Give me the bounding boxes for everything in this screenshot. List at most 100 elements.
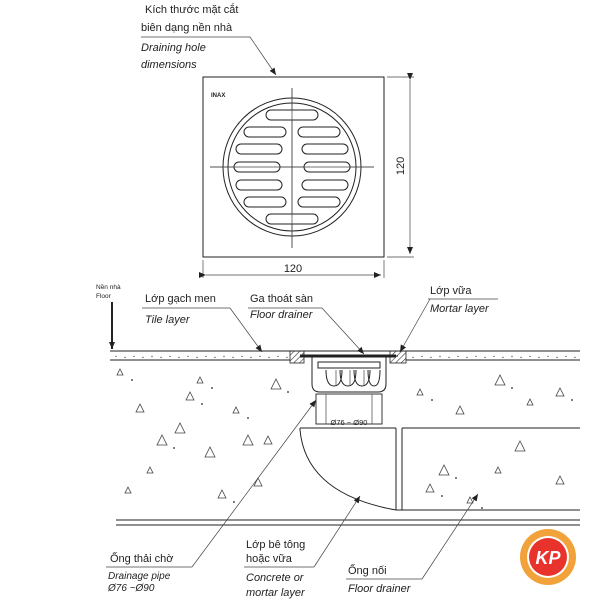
label-concrete-en-2: mortar layer [246,587,306,599]
slot [301,179,349,191]
aggregate-mark [217,489,227,499]
tile-texture-dot [268,356,270,359]
leader-concrete [313,495,361,568]
dim-height-text: 120 [395,157,407,175]
aggregate-mark [425,483,435,493]
label-draining-hole-en-1: Draining hole [141,42,206,54]
tile-texture-dot [160,356,162,359]
label-drain-pipe-en-2: Ø76 ~Ø90 [107,583,155,594]
aggregate-mark [555,475,565,485]
tile-texture-dot [196,356,198,359]
kp-logo: KP [520,529,576,585]
label-floor-en: Floor [96,293,112,300]
tile-texture-dot [286,356,288,359]
tile-texture-dot [430,356,432,359]
leader-connector [421,493,479,580]
top-view: INAX 120 [141,3,414,278]
aggregate-dot [201,403,203,405]
tile-texture-dot [151,355,153,358]
dim-width-text: 120 [284,263,302,275]
tile-texture-dot [457,355,459,358]
label-drain-pipe-vi: Ống thải chờ [110,551,173,565]
slot [297,196,341,208]
aggregate-mark [204,446,216,458]
aggregate-mark [185,391,195,401]
aggregate-mark [466,496,474,504]
slot [243,196,287,208]
aggregate-mark [156,434,168,446]
tile-texture-dot [133,355,135,358]
aggregate-mark [455,405,465,415]
aggregate-dot [211,387,213,389]
aggregate-mark [514,440,526,452]
leader-draining-hole [249,36,277,76]
label-concrete-vi-2: hoặc vữa [246,553,293,565]
tile-texture-dot [565,355,567,358]
label-mortar-en: Mortar layer [430,303,490,315]
pipe-socket [315,393,383,425]
aggregate-dot [481,507,483,509]
label-connector-en: Floor drainer [348,583,412,595]
slot [235,143,283,155]
aggregate-dot [173,447,175,449]
aggregate-mark [124,486,132,494]
aggregate-dot [247,417,249,419]
tile-texture-dot [232,356,234,359]
aggregate-mark [253,477,263,487]
aggregate-dot [511,387,513,389]
slot [235,179,283,191]
tile-texture-dot [520,356,522,359]
label-concrete-vi-1: Lớp bê tông [246,539,305,551]
tile-texture-dot [475,355,477,358]
tile-texture-dot [412,356,414,359]
tile-texture-dot [214,356,216,359]
label-draining-hole-vi-2: biên dạng nền nhà [141,22,233,34]
aggregate-mark [438,464,450,476]
tile-texture-dot [115,355,117,358]
label-drain-pipe-en-1: Drainage pipe [108,571,171,582]
slot [243,126,287,138]
label-drainer-en: Floor drainer [250,309,314,321]
tile-texture-dot [250,356,252,359]
leader-mortar [399,298,431,353]
tile-texture-dot [421,355,423,358]
label-tile-vi: Lớp gạch men [145,293,216,305]
label-drainer-vi: Ga thoát sàn [250,293,313,305]
label-concrete-en-1: Concrete or [246,572,305,584]
elbow-outer [299,428,397,511]
tile-texture-dot [556,356,558,359]
tile-texture-dot [547,355,549,358]
tile-texture-dot [439,355,441,358]
label-connector-vi: Ống nối [348,563,387,577]
aggregate-dot [571,399,573,401]
leader-drainer [321,307,365,355]
tile-texture-dot [241,355,243,358]
tile-texture-dot [502,356,504,359]
aggregate-dot [233,501,235,503]
tile-texture-dot [223,355,225,358]
aggregate-dot [287,391,289,393]
drain-trap-cups [325,369,381,387]
aggregate-mark [526,398,534,406]
aggregate-dot [131,379,133,381]
aggregate-mark [494,466,502,474]
logo-inner [529,538,567,576]
concrete-aggregates [116,368,573,509]
tile-texture-dot [124,356,126,359]
tile-texture-dot [169,355,171,358]
aggregate-mark [232,406,240,414]
aggregate-mark [196,376,204,384]
tile-texture-dot [277,355,279,358]
tile-texture-dot [511,355,513,358]
slot [297,126,341,138]
tile-texture-dot [484,356,486,359]
tile-texture-dot [205,355,207,358]
label-draining-hole-en-2: dimensions [141,59,197,71]
tile-texture-dot [538,356,540,359]
tile-texture-dot [466,356,468,359]
label-mortar-vi: Lớp vữa [430,285,472,297]
slot [301,143,349,155]
label-tile-en: Tile layer [145,314,191,326]
logo-text: KP [535,548,561,568]
leader-drain-pipe [191,399,317,568]
